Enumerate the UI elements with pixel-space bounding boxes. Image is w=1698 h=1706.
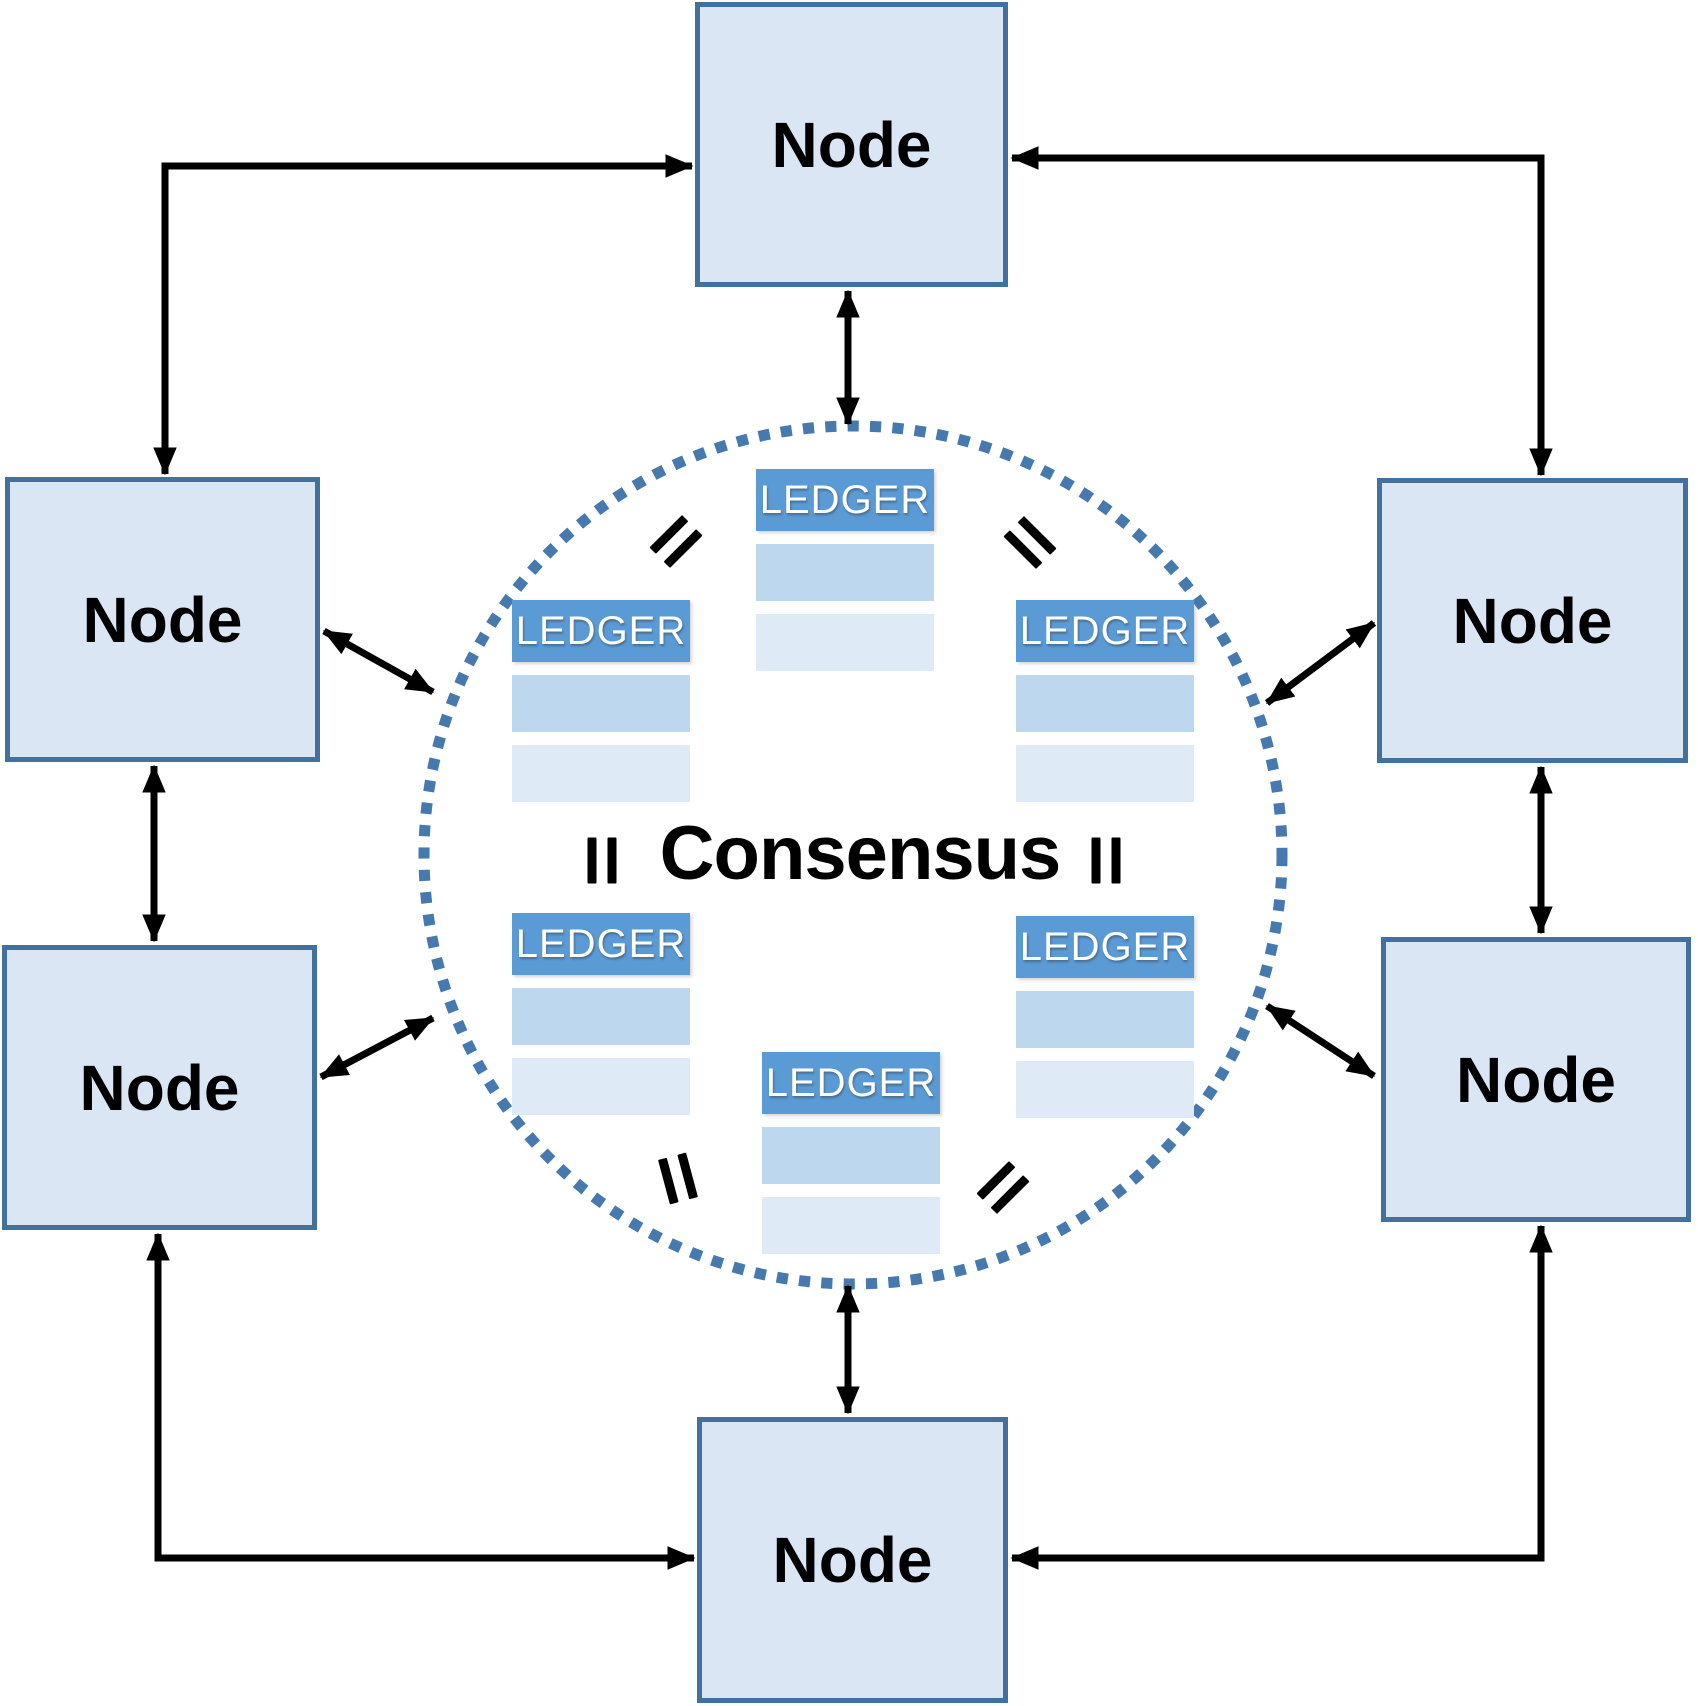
ledger-row [1016, 745, 1194, 802]
ledger-row [1016, 675, 1194, 732]
elbow-arrow-top-left [153, 154, 694, 476]
node-box-upper-right: Node [1377, 478, 1688, 763]
ledger-row [756, 614, 934, 671]
ledger-row [1016, 991, 1194, 1048]
node-box-top: Node [695, 2, 1008, 287]
node-label: Node [79, 1051, 240, 1124]
node-label: Node [1452, 584, 1613, 657]
ledger-header: LEDGER [762, 1052, 940, 1114]
consensus-dotted-circle [418, 420, 1288, 1290]
arrow-upper-right-node-to-circle [1264, 620, 1377, 706]
node-box-lower-right: Node [1381, 937, 1691, 1222]
node-label: Node [771, 108, 932, 181]
ledger-table-lower-right: LEDGER [1016, 916, 1194, 1118]
ledger-row [762, 1127, 940, 1184]
ledger-table-middle-right: LEDGER [1016, 600, 1194, 802]
elbow-arrow-top-right [1010, 146, 1553, 477]
ledger-table-lower-left: LEDGER [512, 913, 690, 1115]
arrow-upper-left-node-to-circle [322, 627, 435, 696]
ledger-table-middle-left: LEDGER [512, 600, 690, 802]
equals-icon-middle-right [1091, 837, 1121, 884]
node-label: Node [82, 583, 243, 656]
elbow-arrow-bottom-left [146, 1232, 696, 1570]
ledger-row [512, 745, 690, 802]
ledger-row [756, 544, 934, 601]
node-label: Node [1456, 1043, 1616, 1116]
ledger-header: LEDGER [1016, 600, 1194, 662]
ledger-row [512, 988, 690, 1045]
ledger-header: LEDGER [512, 913, 690, 975]
ledger-header: LEDGER [512, 600, 690, 662]
node-label: Node [772, 1524, 933, 1596]
elbow-arrow-bottom-right [1010, 1224, 1553, 1570]
ledger-row [512, 675, 690, 732]
ledger-header: LEDGER [756, 469, 934, 531]
ledger-table-bottom-center: LEDGER [762, 1052, 940, 1254]
ledger-row [1016, 1061, 1194, 1118]
ledger-row [512, 1058, 690, 1115]
consensus-label: Consensus [659, 811, 1062, 896]
arrow-lower-left-node-to-circle [319, 1014, 435, 1081]
equals-icon-middle-left [587, 837, 617, 884]
ledger-table-top-center: LEDGER [756, 469, 934, 671]
arrow-lower-right-node-to-circle [1265, 1003, 1376, 1079]
node-box-upper-left: Node [5, 477, 320, 762]
ledger-header: LEDGER [1016, 916, 1194, 978]
node-box-bottom: Node [697, 1417, 1008, 1703]
node-box-lower-left: Node [2, 945, 317, 1230]
ledger-row [762, 1197, 940, 1254]
